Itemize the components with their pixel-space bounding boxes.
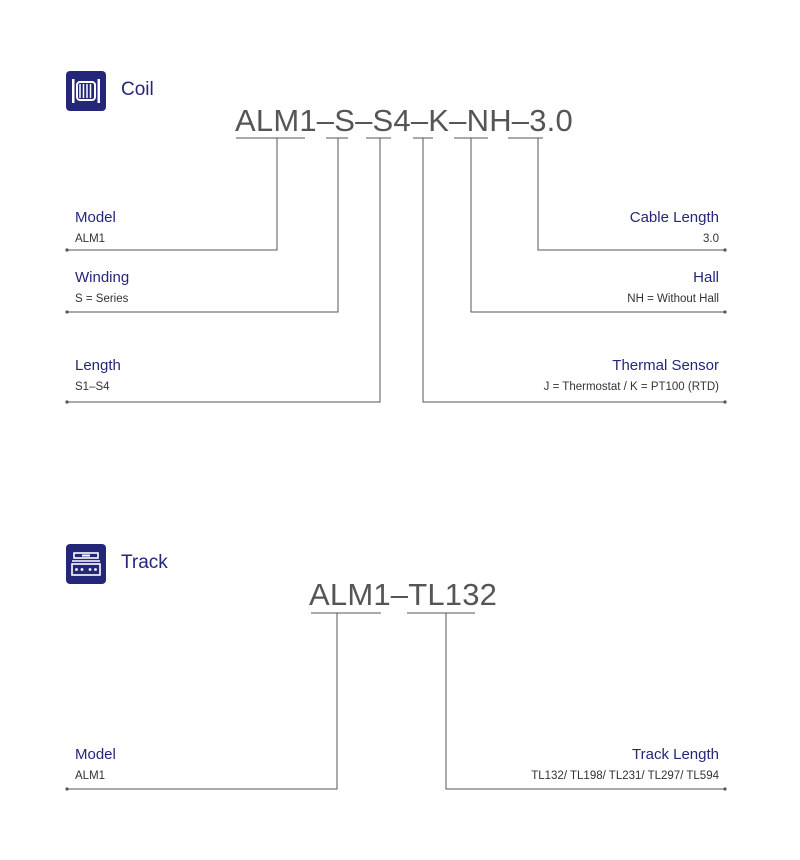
coil-model-label: Model — [75, 209, 116, 226]
track-model-label: Model — [75, 746, 116, 763]
coil-hall-label: Hall — [693, 269, 719, 286]
coil-length-label: Length — [75, 357, 121, 374]
track-icon — [66, 544, 106, 584]
coil-cable-length-value: 3.0 — [703, 233, 719, 245]
coil-model-value: ALM1 — [75, 233, 106, 245]
coil-part-code: ALM1–S–S4–K–NH–3.0 — [235, 103, 573, 138]
track-length-value: TL132/ TL198/ TL231/ TL297/ TL594 — [531, 770, 719, 782]
coil-icon — [66, 71, 106, 111]
track-section-title: Track — [121, 552, 168, 573]
coil-length-value: S1–S4 — [75, 381, 110, 393]
track-length-label: Track Length — [632, 746, 719, 763]
coil-winding-value: S = Series — [75, 293, 129, 305]
coil-cable-length-label: Cable Length — [629, 209, 719, 226]
coil-winding-label: Winding — [75, 269, 130, 286]
coil-section-title: Coil — [121, 79, 154, 100]
coil-thermal-sensor-value: J = Thermostat / K = PT100 (RTD) — [543, 381, 719, 393]
track-model-value: ALM1 — [75, 770, 106, 782]
coil-thermal-sensor-label: Thermal Sensor — [612, 357, 719, 374]
coil-hall-value: NH = Without Hall — [627, 293, 719, 305]
track-part-code: ALM1–TL132 — [309, 577, 498, 612]
